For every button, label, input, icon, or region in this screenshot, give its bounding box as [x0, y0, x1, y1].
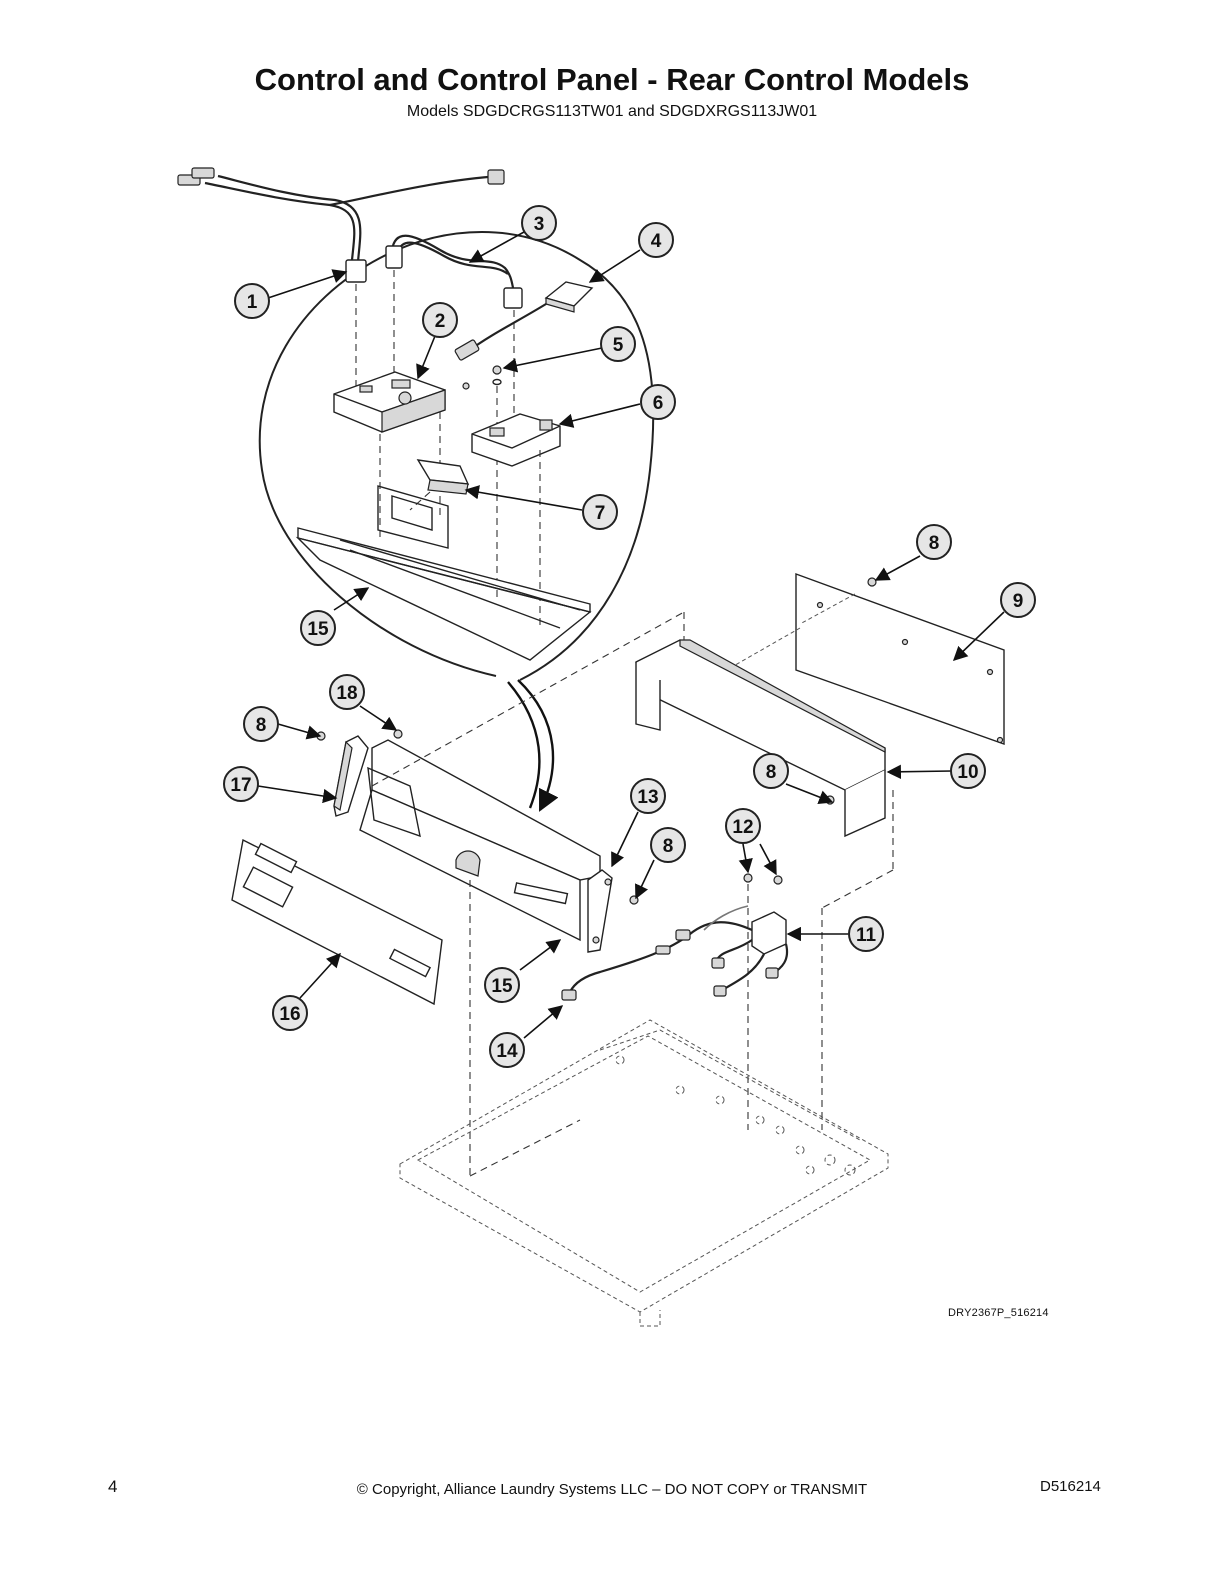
- svg-text:4: 4: [651, 231, 662, 252]
- callout-5: 5: [600, 326, 636, 362]
- wire-harness-part-1: [177, 167, 505, 390]
- svg-text:13: 13: [637, 787, 658, 808]
- callout-8-top-right: 8: [916, 524, 952, 560]
- callout-8-right: 8: [753, 753, 789, 789]
- svg-text:11: 11: [856, 925, 877, 946]
- callout-18: 18: [329, 674, 365, 710]
- callout-16: 16: [272, 995, 308, 1031]
- control-panel-part-15: [359, 611, 685, 1177]
- svg-text:9: 9: [1013, 591, 1024, 612]
- callout-4: 4: [638, 222, 674, 258]
- svg-text:17: 17: [230, 775, 251, 796]
- svg-text:5: 5: [613, 335, 624, 356]
- page-subtitle: Models SDGDCRGS113TW01 and SDGDXRGS113JW…: [406, 103, 818, 120]
- page-title: Control and Control Panel - Rear Control…: [254, 62, 970, 97]
- connector-part-4: [454, 281, 594, 361]
- callout-17: 17: [223, 766, 259, 802]
- top-panel-outline: [399, 1019, 889, 1327]
- control-board-part-2: [333, 371, 470, 540]
- rear-plate-part-9: [729, 572, 1005, 745]
- callout-11: 11: [848, 916, 884, 952]
- transformer-part-11: [561, 905, 789, 1001]
- page-number: 4: [108, 1477, 118, 1496]
- svg-text:8: 8: [256, 715, 267, 736]
- callout-9: 9: [1000, 582, 1036, 618]
- callout-15-upper: 15: [300, 610, 336, 646]
- callout-3: 3: [521, 205, 557, 241]
- screw-part-5: [492, 365, 502, 600]
- callout-15-lower: 15: [484, 967, 520, 1003]
- svg-text:10: 10: [957, 762, 978, 783]
- svg-text:1: 1: [247, 292, 258, 313]
- callout-12: 12: [725, 808, 761, 844]
- console-housing-part-10: [635, 612, 894, 909]
- panel-detail-part-15: [295, 485, 592, 661]
- callout-2: 2: [422, 302, 458, 338]
- svg-text:18: 18: [336, 683, 357, 704]
- svg-text:16: 16: [279, 1004, 300, 1025]
- detail-magnifier: [258, 231, 655, 812]
- svg-text:14: 14: [496, 1041, 518, 1062]
- bracket-part-7: [409, 459, 470, 511]
- svg-text:2: 2: [435, 311, 446, 332]
- svg-text:12: 12: [732, 817, 753, 838]
- overlay-part-16: [231, 838, 443, 1006]
- copyright-notice: © Copyright, Alliance Laundry Systems LL…: [356, 1481, 868, 1498]
- svg-text:8: 8: [929, 533, 940, 554]
- svg-text:6: 6: [653, 393, 664, 414]
- svg-text:3: 3: [534, 214, 545, 235]
- callout-14: 14: [489, 1032, 525, 1068]
- leader-lines: [257, 231, 1005, 1039]
- svg-text:8: 8: [766, 762, 777, 783]
- board-part-6: [471, 413, 561, 630]
- drawing-id: DRY2367P_516214: [948, 1307, 1049, 1319]
- end-cap-part-13: [587, 869, 639, 953]
- svg-text:8: 8: [663, 836, 674, 857]
- screws-part-12: [743, 873, 823, 1130]
- callout-8-mid: 8: [650, 827, 686, 863]
- end-cap-part-17: [316, 731, 369, 817]
- document-id: D516214: [1040, 1478, 1101, 1495]
- svg-text:15: 15: [307, 619, 329, 640]
- callout-8-left: 8: [243, 706, 279, 742]
- callout-6: 6: [640, 384, 676, 420]
- callout-13: 13: [630, 778, 666, 814]
- callout-1: 1: [234, 283, 270, 319]
- callout-7: 7: [582, 494, 618, 530]
- callout-10: 10: [950, 753, 986, 789]
- svg-text:15: 15: [491, 976, 513, 997]
- wire-harness-part-3: [385, 234, 523, 420]
- svg-text:7: 7: [595, 503, 606, 524]
